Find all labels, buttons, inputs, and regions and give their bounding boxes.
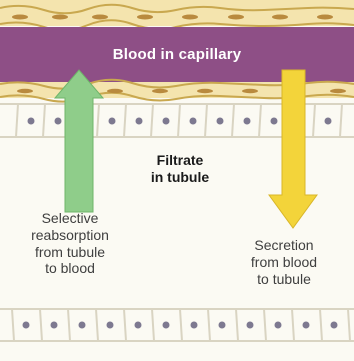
reabsorption-label: Selective reabsorption from tubule to bl… <box>2 210 138 277</box>
tubule-label: Filtrate in tubule <box>140 152 220 186</box>
tubule-epithelium-lower <box>0 309 354 341</box>
capillary-wall-top <box>0 0 354 30</box>
reabsorption-arrow <box>55 70 103 212</box>
capillary-label: Blood in capillary <box>0 46 354 64</box>
secretion-label: Secretion from blood to tubule <box>214 237 354 287</box>
